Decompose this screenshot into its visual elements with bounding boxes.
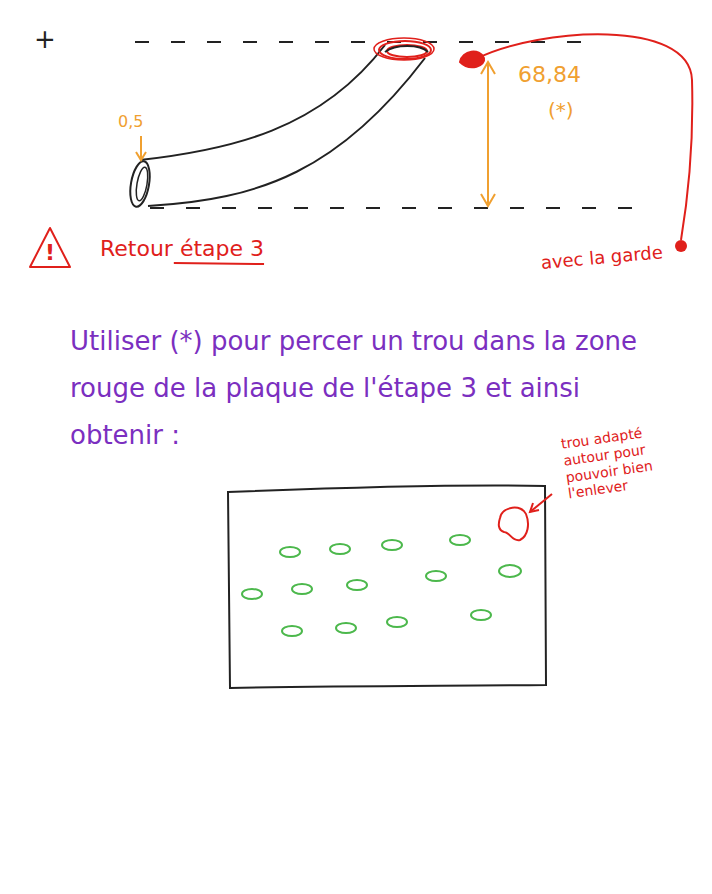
hole xyxy=(282,626,302,636)
hole xyxy=(450,535,470,545)
hole xyxy=(426,571,446,581)
tube-opening xyxy=(379,41,431,59)
tube-opening xyxy=(385,46,428,52)
hole xyxy=(292,584,312,594)
hole xyxy=(330,544,350,554)
hole xyxy=(382,540,402,550)
hole xyxy=(471,610,491,620)
dashed-line xyxy=(150,207,650,209)
red-mark xyxy=(460,52,484,68)
warning-mark: ! xyxy=(45,240,55,265)
dimension-label: 0,5 xyxy=(118,112,168,131)
tube-outline xyxy=(148,58,425,206)
leader-line xyxy=(478,34,692,240)
leader-line xyxy=(530,494,552,512)
underline xyxy=(174,263,264,264)
tube-opening xyxy=(374,38,434,60)
dimension-label: 68,84 xyxy=(518,62,608,88)
dimension-arrow xyxy=(136,136,146,160)
warning-triangle: ! xyxy=(28,226,72,269)
tube-end xyxy=(134,166,150,201)
annotation-note: trou adapté autour pour pouvoir bien l'e… xyxy=(560,419,688,502)
hole xyxy=(347,580,367,590)
tube-end xyxy=(127,160,153,208)
hole-group xyxy=(242,535,521,636)
arrowhead xyxy=(530,503,539,512)
hole xyxy=(387,617,407,627)
tube-outline xyxy=(140,45,385,160)
arrowhead xyxy=(481,194,495,206)
dimension-line xyxy=(487,62,489,206)
hole xyxy=(499,565,521,577)
reference-mark: (*) xyxy=(548,98,608,122)
red-dot xyxy=(675,240,687,252)
hole xyxy=(336,623,356,633)
warning-note: Retour étape 3 xyxy=(100,236,360,262)
cross-mark: + xyxy=(34,24,64,55)
triangle-outline xyxy=(30,228,70,267)
hole xyxy=(242,589,262,599)
plate xyxy=(228,485,546,688)
hole xyxy=(280,547,300,557)
arrowhead xyxy=(481,62,495,74)
adapted-hole xyxy=(499,508,528,541)
side-note: avec la garde xyxy=(540,241,671,274)
